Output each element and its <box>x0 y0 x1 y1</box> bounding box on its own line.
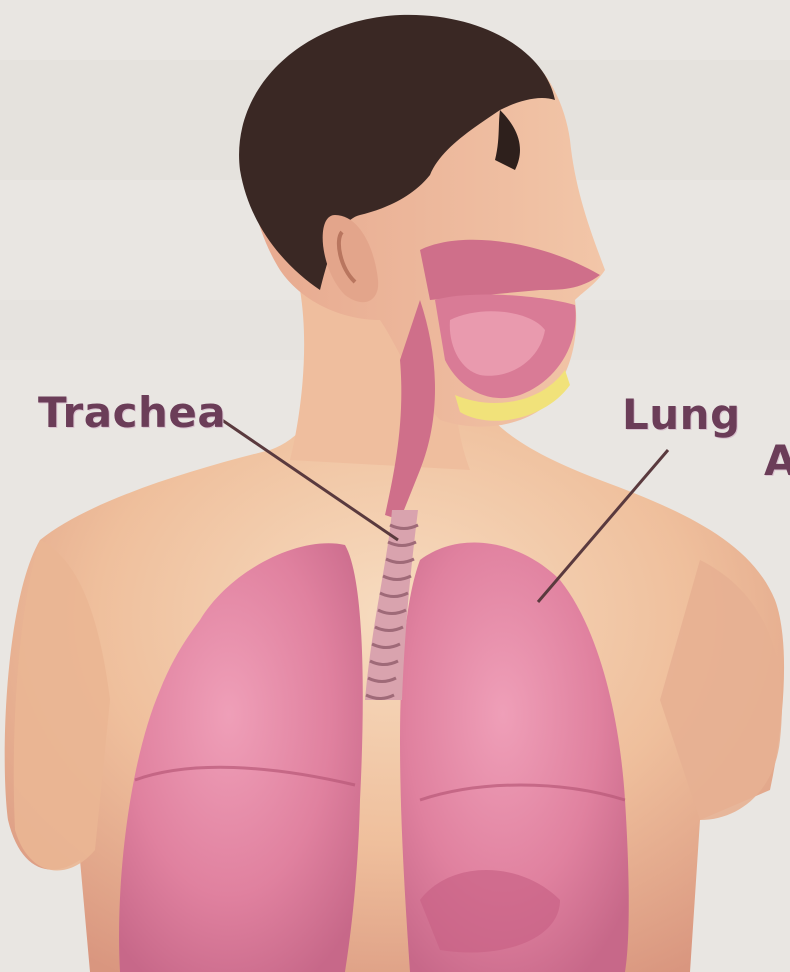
lung-label: Lung <box>622 394 741 436</box>
cropped-label: A <box>764 440 790 482</box>
trachea-label: Trachea <box>38 392 226 434</box>
